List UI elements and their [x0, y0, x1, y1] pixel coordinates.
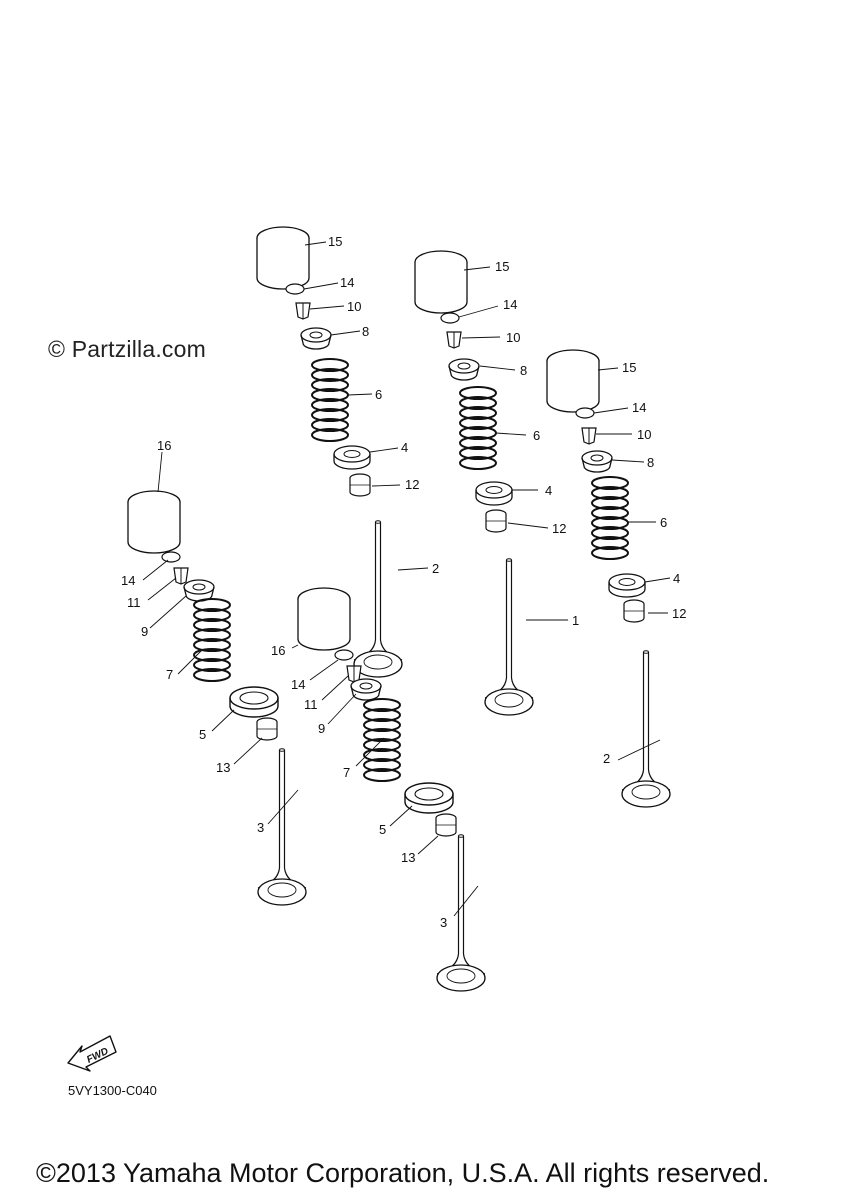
- callout-13b: 13: [401, 850, 415, 865]
- callout-5a: 5: [199, 727, 206, 742]
- callout-14b: 14: [503, 297, 517, 312]
- valve-cotter-10a: [295, 302, 311, 320]
- callout-4a: 4: [401, 440, 408, 455]
- callout-11a: 11: [127, 595, 141, 610]
- callout-16a: 16: [157, 438, 171, 453]
- callout-12a: 12: [405, 477, 419, 492]
- partzilla-watermark: © Partzilla.com: [48, 336, 206, 362]
- stem-seal-12a: [349, 473, 371, 497]
- callout-7a: 7: [166, 667, 173, 682]
- callout-3b: 3: [440, 915, 447, 930]
- callout-9a: 9: [141, 624, 148, 639]
- callout-6a: 6: [375, 387, 382, 402]
- spring-retainer-9b: [350, 678, 382, 701]
- callout-8b: 8: [520, 363, 527, 378]
- callout-13a: 13: [216, 760, 230, 775]
- callout-8a: 8: [362, 324, 369, 339]
- callout-16b: 16: [271, 643, 285, 658]
- callout-15c: 15: [622, 360, 636, 375]
- spring-seat-4b: [475, 481, 513, 506]
- callout-14a: 14: [340, 275, 354, 290]
- callout-6c: 6: [660, 515, 667, 530]
- copyright-notice: ©2013 Yamaha Motor Corporation, U.S.A. A…: [36, 1158, 770, 1188]
- valve-lifter-15c: [546, 349, 600, 413]
- callout-7b: 7: [343, 765, 350, 780]
- adjusting-pad-14d: [161, 551, 181, 563]
- callout-9b: 9: [318, 721, 325, 736]
- callout-4b: 4: [545, 483, 552, 498]
- spring-seat-5b: [404, 782, 454, 814]
- adjusting-pad-14a: [285, 283, 305, 295]
- spring-seat-4c: [608, 573, 646, 598]
- callout-15a: 15: [328, 234, 342, 249]
- valve-lifter-15b: [414, 250, 468, 314]
- exhaust-valve-3a: [257, 748, 307, 906]
- valve-spring-6c: [591, 476, 629, 560]
- assembly-a: [256, 226, 429, 678]
- spring-retainer-8a: [300, 327, 332, 350]
- exhaust-valve-3b: [436, 834, 486, 992]
- adjusting-pad-14c: [575, 407, 595, 419]
- assembly-c: [546, 349, 671, 808]
- callout-2a: 2: [432, 561, 439, 576]
- adjusting-pad-14b: [440, 312, 460, 324]
- spring-seat-5a: [229, 686, 279, 718]
- exhaust-valve-1: [484, 558, 534, 716]
- stem-seal-13b: [435, 813, 457, 837]
- stem-seal-13a: [256, 717, 278, 741]
- valve-spring-6a: [311, 358, 349, 442]
- valve-spring-7a: [193, 598, 231, 682]
- assembly-d: [127, 451, 307, 906]
- callout-14c: 14: [632, 400, 646, 415]
- adjusting-pad-14e: [334, 649, 354, 661]
- callout-10c: 10: [637, 427, 651, 442]
- callout-10b: 10: [506, 330, 520, 345]
- valve-cotter-10c: [581, 427, 597, 445]
- callout-8c: 8: [647, 455, 654, 470]
- valve-lifter-15a: [256, 226, 310, 290]
- callout-2b: 2: [603, 751, 610, 766]
- stem-seal-12c: [623, 599, 645, 623]
- fwd-arrow-icon: FWD: [67, 1035, 117, 1072]
- callout-1: 1: [572, 613, 579, 628]
- callout-12c: 12: [672, 606, 686, 621]
- callout-12b: 12: [552, 521, 566, 536]
- callout-14e: 14: [291, 677, 305, 692]
- callout-10a: 10: [347, 299, 361, 314]
- spring-retainer-8b: [448, 358, 480, 381]
- stem-seal-12b: [485, 509, 507, 533]
- callout-5b: 5: [379, 822, 386, 837]
- callout-3a: 3: [257, 820, 264, 835]
- spring-retainer-9a: [183, 579, 215, 602]
- callout-11b: 11: [304, 697, 318, 712]
- callout-15b: 15: [495, 259, 509, 274]
- assembly-b: [414, 250, 568, 716]
- intake-valve-2b: [621, 650, 671, 808]
- callout-6b: 6: [533, 428, 540, 443]
- spring-seat-4a: [333, 445, 371, 470]
- callout-4c: 4: [673, 571, 680, 586]
- valve-lifter-16b: [297, 587, 351, 651]
- callout-14d: 14: [121, 573, 135, 588]
- assembly-e: [291, 587, 486, 992]
- spring-retainer-8c: [581, 450, 613, 473]
- intake-valve-2a: [353, 520, 403, 678]
- drawing-code: 5VY1300-C040: [68, 1083, 157, 1098]
- valve-spring-6b: [459, 386, 497, 470]
- valve-cotter-10b: [446, 331, 462, 349]
- valve-cotter-11a: [173, 567, 189, 585]
- valve-lifter-16a: [127, 490, 181, 554]
